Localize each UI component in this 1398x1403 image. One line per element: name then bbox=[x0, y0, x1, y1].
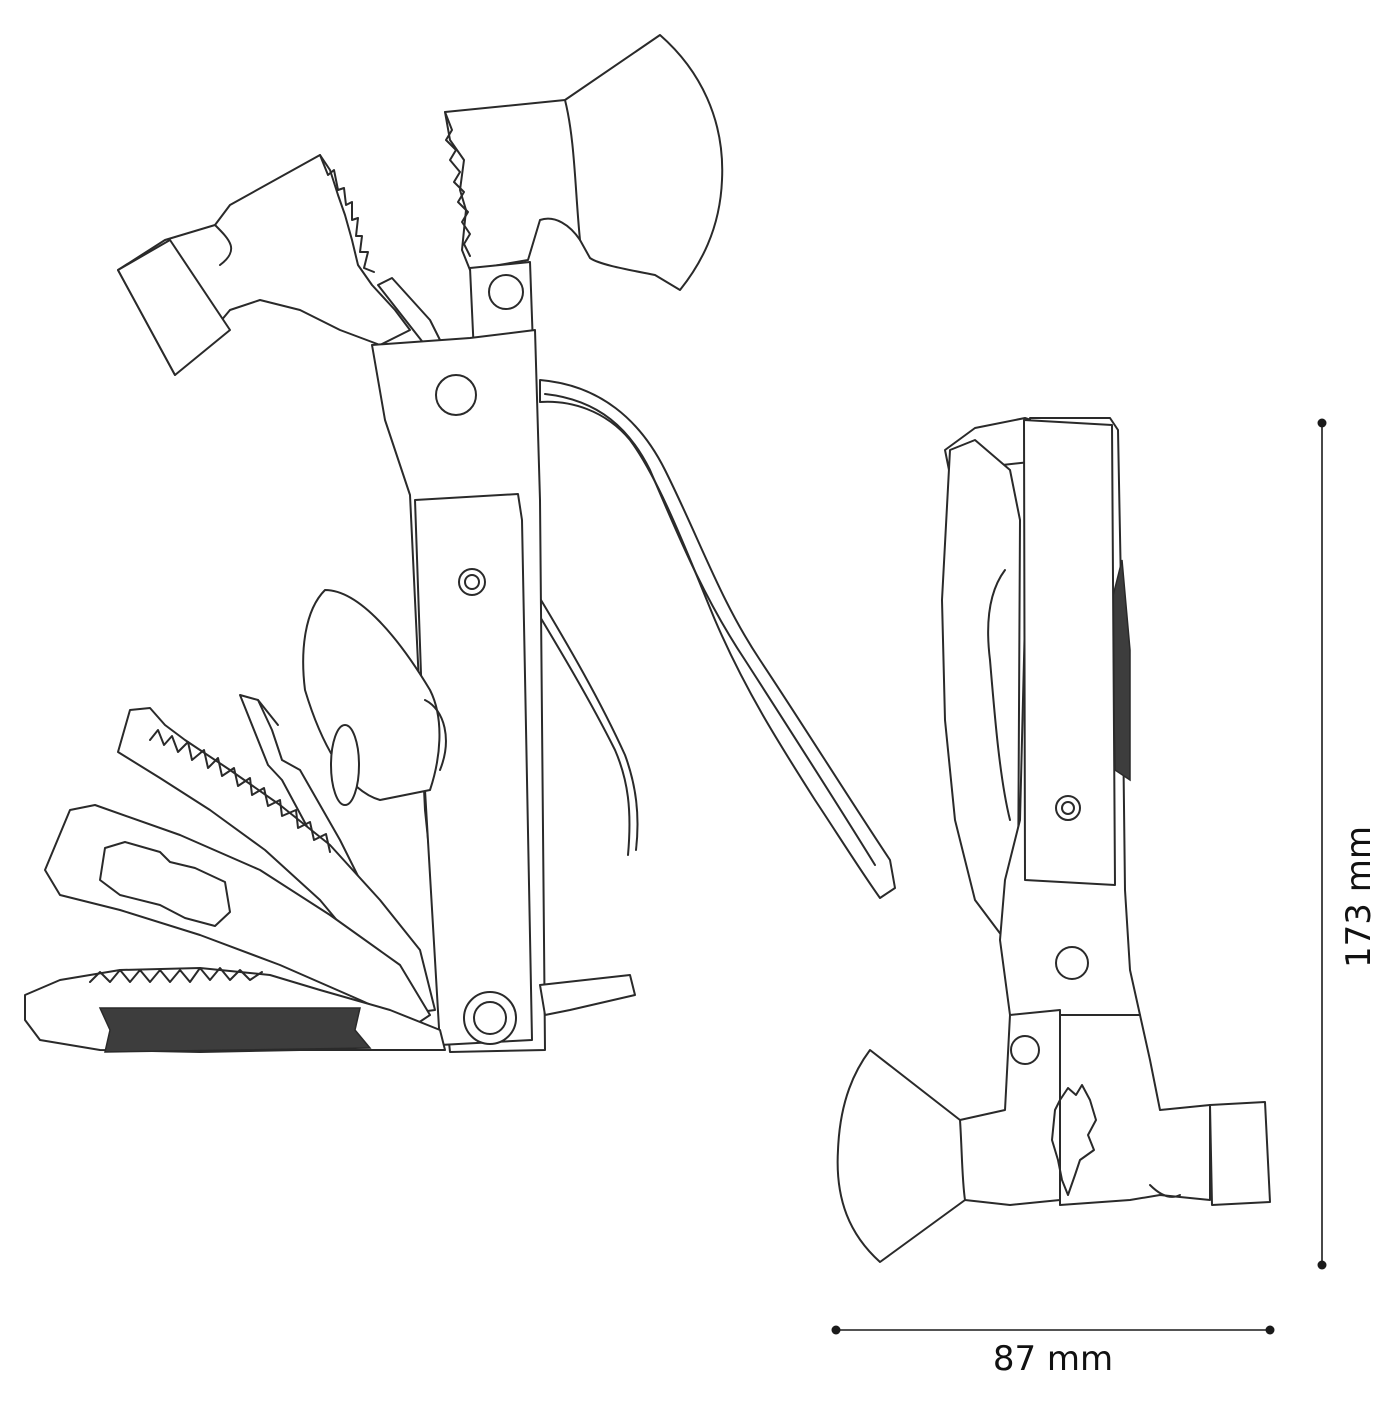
hex-cutout bbox=[99, 841, 231, 927]
knife-nail-nick bbox=[330, 724, 360, 806]
mid-pivot bbox=[435, 374, 477, 416]
width-dimension: 87 mm bbox=[831, 1325, 1275, 1379]
folded-lower-pivot bbox=[1010, 1035, 1040, 1065]
folded-hammer-claw bbox=[1149, 1184, 1181, 1198]
folded-axe-edge bbox=[959, 1119, 966, 1201]
axe-head bbox=[444, 34, 724, 291]
bottom-pivot-inner bbox=[473, 1001, 507, 1035]
blade-dark-band bbox=[98, 1007, 372, 1053]
axe-blade-edge bbox=[564, 99, 581, 241]
folded-inner-wire bbox=[987, 569, 1011, 821]
height-dim-top-dot bbox=[1317, 418, 1327, 428]
hammer-claw-curve bbox=[214, 224, 233, 266]
spring-wire-2 bbox=[537, 594, 639, 851]
opener-tab bbox=[539, 974, 636, 1016]
multitool-unfolded bbox=[24, 34, 896, 1053]
folded-mid-pivot bbox=[1055, 946, 1089, 980]
folded-scale bbox=[1023, 419, 1116, 886]
spring-wire bbox=[529, 599, 631, 856]
top-pivot bbox=[488, 274, 524, 310]
pliers-handle bbox=[539, 379, 896, 899]
folded-jaw-teeth bbox=[1051, 1084, 1097, 1196]
hammer-face bbox=[117, 239, 231, 376]
width-dim-right-dot bbox=[1265, 1325, 1275, 1335]
serrated-blade-teeth bbox=[89, 967, 263, 983]
folded-hammer bbox=[1059, 1014, 1211, 1206]
pliers-handle-inner bbox=[544, 393, 876, 866]
folded-scale-screw-inner bbox=[1061, 801, 1075, 815]
folded-hammer-face bbox=[1209, 1101, 1271, 1206]
knife-pivot-notch bbox=[424, 699, 447, 771]
height-dimension: 173 mm bbox=[1317, 418, 1379, 1270]
pliers-jaw-teeth-left bbox=[319, 154, 375, 273]
width-dim-left-dot bbox=[831, 1325, 841, 1335]
fork-tine bbox=[257, 699, 279, 726]
small-jaw-blade bbox=[377, 277, 441, 346]
height-dim-label: 173 mm bbox=[1339, 826, 1379, 968]
width-dim-label: 87 mm bbox=[993, 1339, 1113, 1379]
scale-screw-inner bbox=[464, 574, 480, 590]
saw-teeth bbox=[149, 729, 331, 853]
multitool-folded bbox=[836, 417, 1271, 1263]
axe-teeth bbox=[444, 111, 471, 257]
folded-axe-head bbox=[836, 1009, 1061, 1263]
height-dim-bottom-dot bbox=[1317, 1260, 1327, 1270]
